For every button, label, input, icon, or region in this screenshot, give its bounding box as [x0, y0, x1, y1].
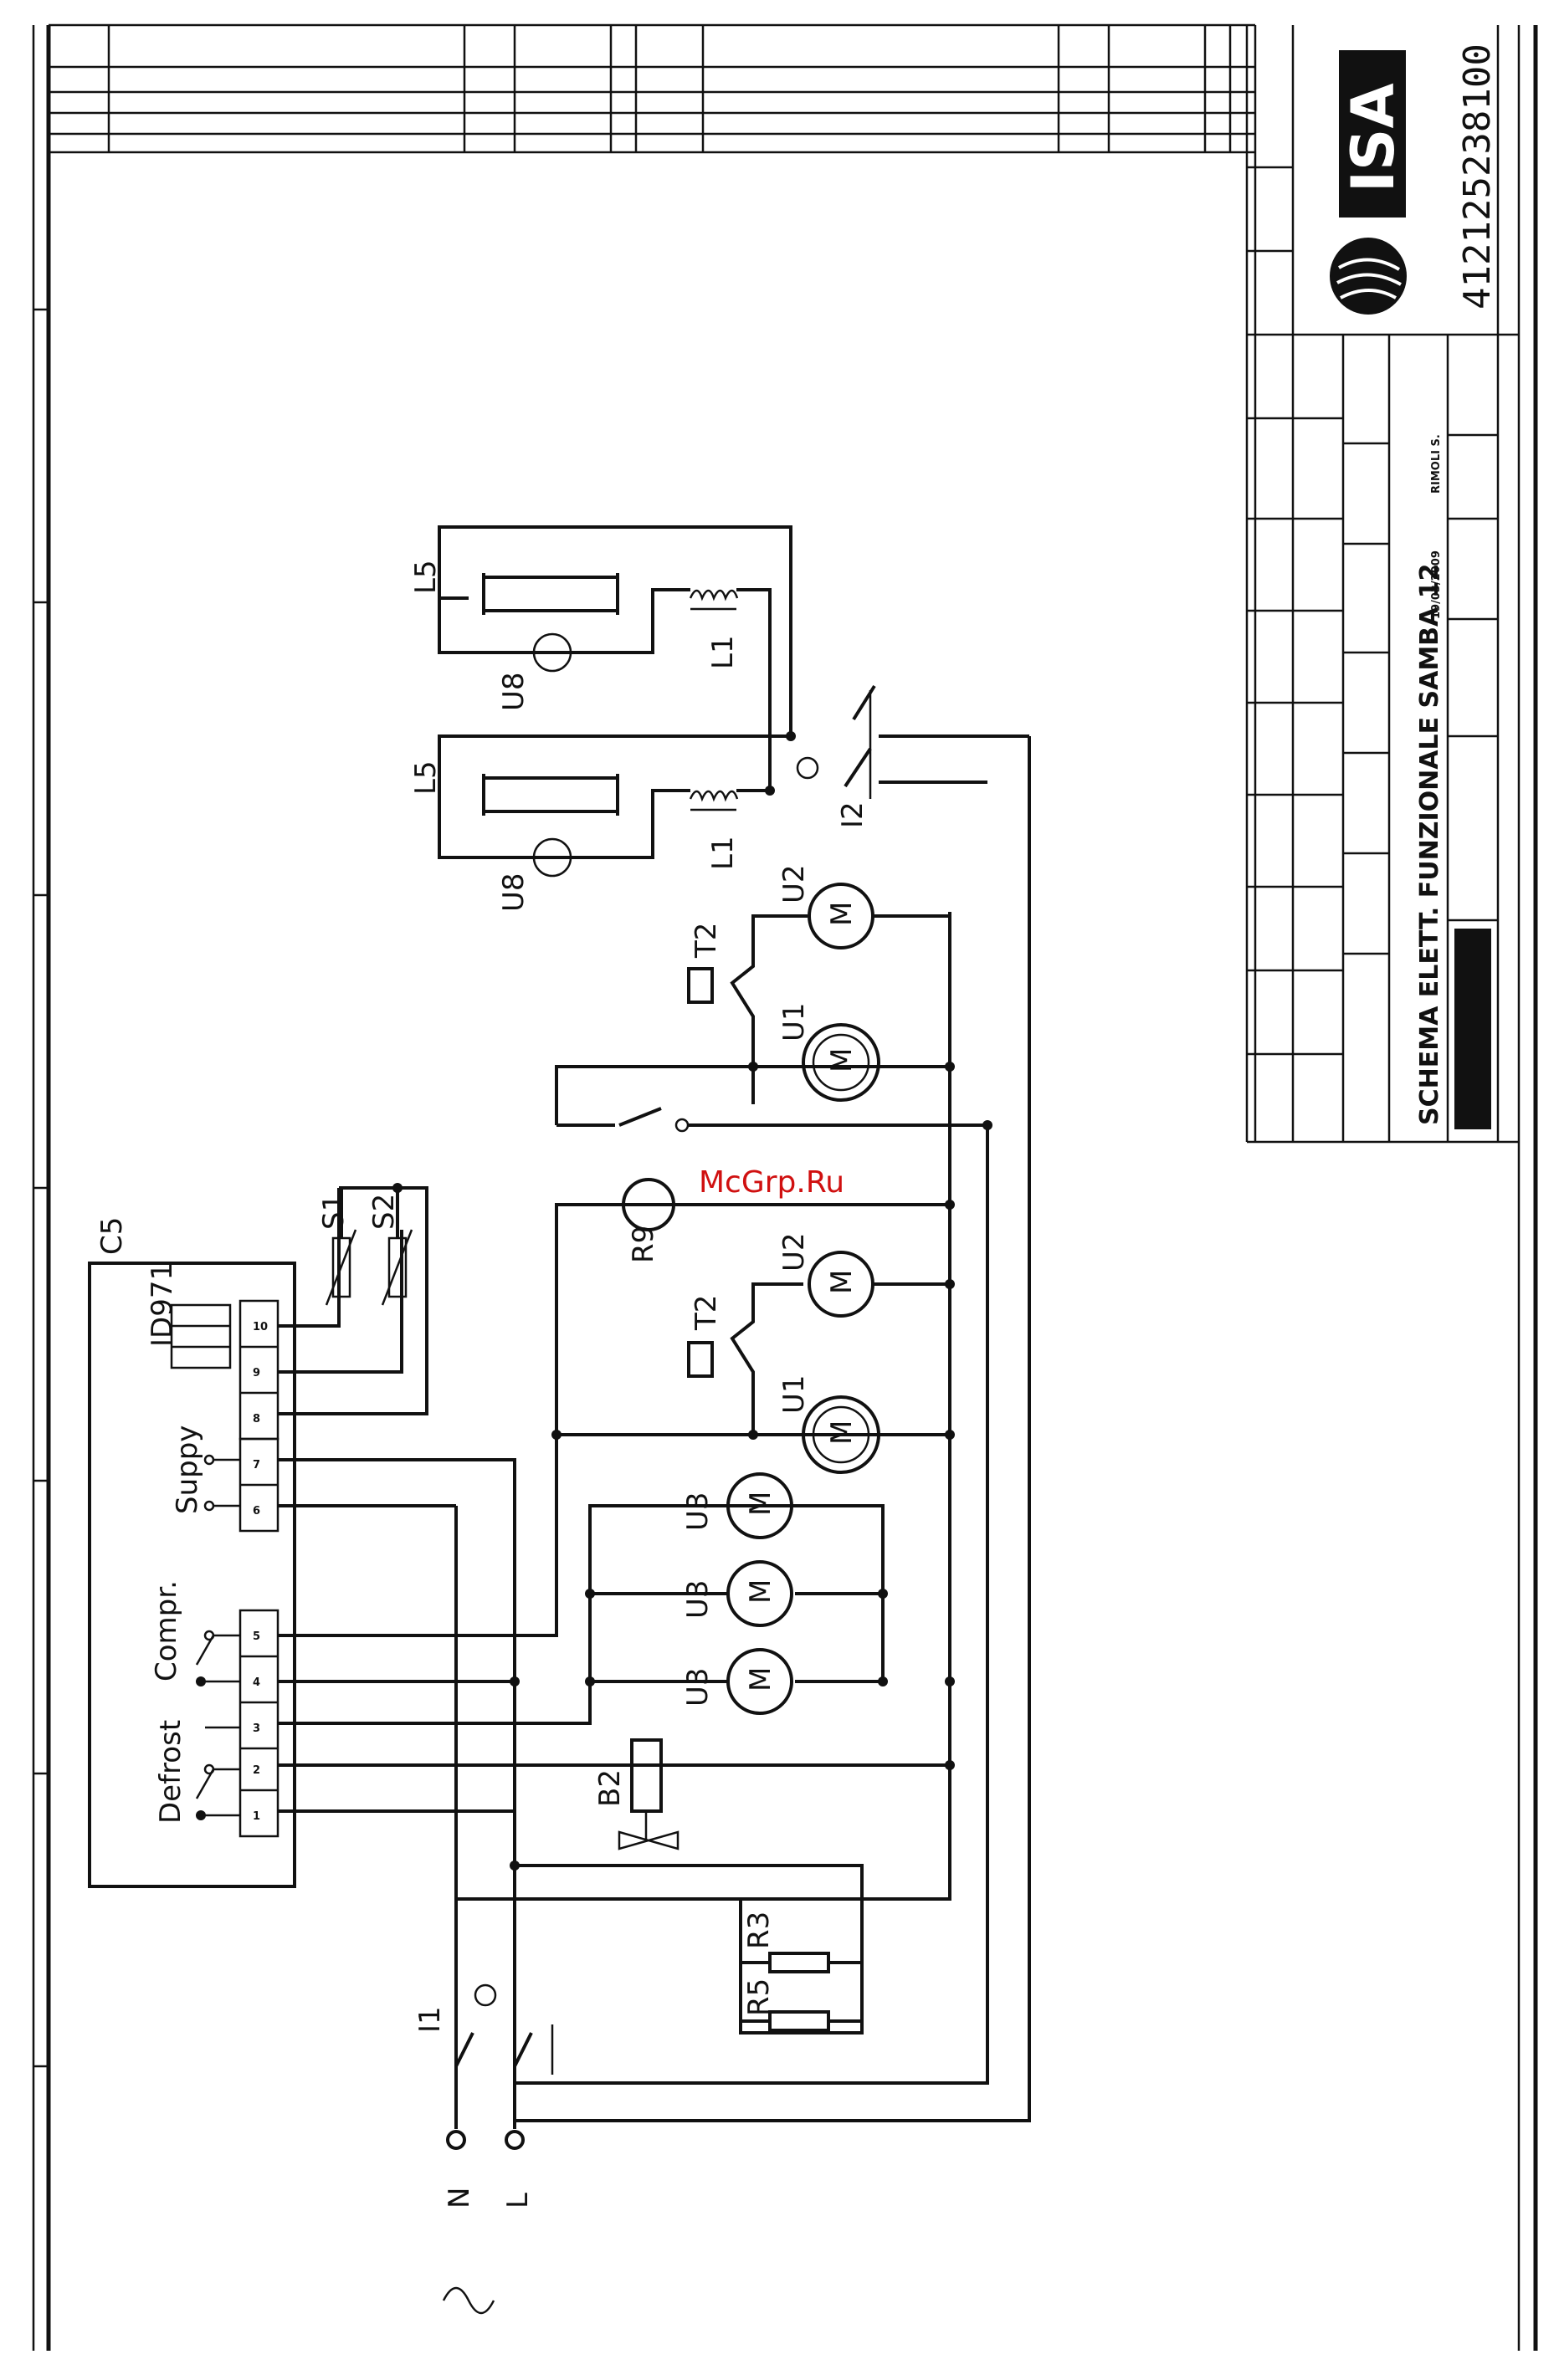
resistor-r3-label: R3: [742, 1912, 776, 1949]
evaporator-fans-lower: M M U1 U2 T2: [551, 1232, 955, 1472]
terminal-5: 5: [253, 1630, 260, 1643]
probe-s1-label: S1: [317, 1194, 351, 1230]
solenoid-b2-label: B2: [593, 1769, 627, 1807]
controller-block-label: C5: [95, 1217, 129, 1255]
fan-u1-a-label: U1: [777, 1374, 811, 1414]
drawing-title: SCHEMA ELETT. FUNZIONALE SAMBA 12: [1415, 564, 1444, 1125]
watermark: McGrp.Ru: [699, 1165, 844, 1200]
motor-r9: R9: [556, 1180, 955, 1435]
controller-c5: C5 ID971 Suppy Compr. Defrost 10 9 8 7 6: [90, 1217, 295, 1886]
terminal-l: [506, 2132, 523, 2148]
door-switch: [556, 1067, 992, 1131]
ac-symbol: [444, 2288, 494, 2313]
lamp-l5-a-label: L5: [409, 760, 443, 795]
drawing-author: RIMOLI S.: [1430, 434, 1443, 494]
ballast-l1-b-label: L1: [706, 635, 740, 669]
lamp-circuit-b: L5 L1 U8: [409, 527, 796, 741]
svg-text:M: M: [744, 1492, 777, 1516]
controller-defrost-label: Defrost: [154, 1720, 187, 1824]
terminal-7: 7: [253, 1459, 260, 1472]
lamp-l5-b-label: L5: [409, 560, 443, 594]
terminal-4: 4: [253, 1676, 260, 1689]
title-block: ISA 412125238100 SCHEMA ELETT. FUNZIONAL…: [1247, 25, 1519, 1142]
logo-text: ISA: [1339, 83, 1408, 192]
motor-r9-label: R9: [627, 1226, 660, 1263]
circuit: N L I1 R5 R3 C5 ID971 Suppy: [90, 527, 1029, 2313]
svg-text:M: M: [744, 1667, 777, 1692]
starter-u8-a-label: U8: [497, 873, 531, 912]
terminal-n: [448, 2132, 464, 2148]
starter-u8-b-label: U8: [497, 672, 531, 711]
mains-neutral-label: N: [443, 2188, 476, 2209]
resistor-r5-label: R5: [742, 1978, 776, 2016]
svg-text:M: M: [825, 1420, 859, 1445]
lamp-circuit-a: L5 L1 U8: [409, 736, 791, 912]
terminal-8: 8: [253, 1413, 260, 1425]
terminal-3: 3: [253, 1722, 260, 1735]
evaporator-fans-upper: M M U1 U2 T2: [689, 864, 955, 1100]
fan-u3-a-label: U3: [681, 1667, 715, 1707]
terminal-9: 9: [253, 1367, 260, 1379]
ballast-l1-a-label: L1: [706, 836, 740, 870]
svg-text:M: M: [825, 1048, 859, 1072]
probe-s2-label: S2: [367, 1194, 401, 1230]
fan-u2-a-label: U2: [777, 1232, 811, 1272]
svg-text:M: M: [744, 1579, 777, 1604]
fans-u3: M M M U3 U3 U3: [585, 1474, 888, 1713]
controller-compr-label: Compr.: [150, 1580, 183, 1681]
probes-s1-s2: S1 S2: [317, 1183, 412, 1305]
terminal-10: 10: [253, 1321, 268, 1333]
heater-resistors: R5 R3: [515, 1866, 862, 2033]
revision-table: [49, 25, 1255, 1142]
thermo-t2-a-label: T2: [690, 1295, 723, 1331]
controller-supply-label: Suppy: [171, 1425, 204, 1514]
fan-u3-b-label: U3: [681, 1579, 715, 1619]
document-number: 412125238100: [1456, 44, 1499, 310]
fan-u2-b-label: U2: [777, 864, 811, 903]
thermo-t2-b-label: T2: [690, 923, 723, 959]
drawing-date: 19/03/2009: [1430, 550, 1443, 619]
fan-u3-c-label: U3: [681, 1492, 715, 1531]
terminal-6: 6: [253, 1505, 260, 1518]
main-switch-i1: I1: [413, 1985, 552, 2075]
fan-u1-b-label: U1: [777, 1002, 811, 1042]
svg-text:M: M: [825, 1270, 859, 1294]
terminal-1: 1: [253, 1810, 260, 1823]
isa-logo: ISA: [1330, 50, 1408, 315]
light-switch-i2: I2: [797, 686, 1029, 828]
mains-line-label: L: [501, 2193, 535, 2209]
switch-i1-label: I1: [413, 2006, 447, 2033]
svg-text:M: M: [825, 902, 859, 926]
terminal-2: 2: [253, 1764, 260, 1777]
title-block-dark-band: [1454, 929, 1491, 1129]
switch-i2-label: I2: [836, 801, 869, 828]
solenoid-b2: B2: [593, 1740, 678, 1849]
